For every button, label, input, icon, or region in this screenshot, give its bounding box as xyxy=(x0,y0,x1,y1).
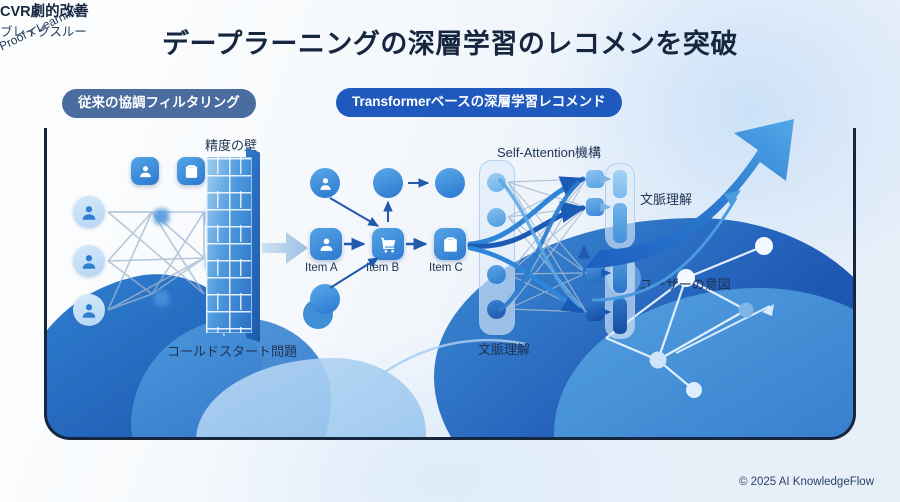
node-sequence-2 xyxy=(435,168,465,198)
label-cvr-improvement: CVR劇的改善 xyxy=(0,4,89,20)
clipboard-icon xyxy=(443,236,457,252)
item-tile-a xyxy=(310,228,342,260)
section-pill-legacy: 従来の協調フィルタリング xyxy=(62,89,256,118)
attention-output-square-4 xyxy=(586,303,604,321)
attention-node-4 xyxy=(487,300,506,319)
attention-output-square-2 xyxy=(586,198,604,216)
context-bar-2 xyxy=(613,203,627,243)
user-icon xyxy=(82,206,96,220)
node-sequence-3 xyxy=(310,284,340,314)
attention-output-square-1 xyxy=(586,170,604,188)
attention-node-1 xyxy=(487,173,506,192)
user-icon xyxy=(82,304,96,318)
copyright-footer: © 2025 AI KnowledgeFlow xyxy=(738,476,874,488)
accuracy-wall-graphic xyxy=(206,157,252,333)
cart-icon xyxy=(380,237,395,253)
context-bar-1 xyxy=(613,170,627,198)
label-context-understanding-bottom: 文脈理解 xyxy=(478,342,531,357)
item-label-c: Item C xyxy=(429,262,463,274)
avatar xyxy=(73,294,105,326)
node-user-top xyxy=(310,168,340,198)
label-breakthrough: ブレイクスルー xyxy=(0,25,87,39)
label-self-attention: Self-Attention機構 xyxy=(497,145,602,160)
page-title: デープラーニングの深層学習のレコメンを突破 xyxy=(162,29,738,59)
avatar xyxy=(73,196,105,228)
label-cold-start: コールドスタート問題 xyxy=(167,344,298,359)
user-icon xyxy=(319,177,331,190)
attention-output-square-3 xyxy=(586,264,604,282)
item-tile-b xyxy=(372,228,404,260)
user-icon xyxy=(320,237,332,251)
label-accuracy-wall: 精度の壁 xyxy=(205,138,258,153)
intent-bar-2 xyxy=(613,298,627,334)
clipboard-icon xyxy=(185,164,197,178)
avatar xyxy=(73,245,105,277)
user-icon xyxy=(139,165,151,177)
section-pill-transformer: Transformerベースの深層学習レコメンド xyxy=(336,88,622,117)
legacy-graph-edges xyxy=(107,211,205,311)
label-context-understanding-top: 文脈理解 xyxy=(640,192,693,207)
node-sequence-1 xyxy=(373,168,403,198)
attention-node-2 xyxy=(487,208,506,227)
intent-bar-1 xyxy=(613,259,627,293)
user-icon xyxy=(82,255,96,269)
user-icon-tile xyxy=(131,157,159,185)
clipboard-icon-tile xyxy=(177,157,205,185)
item-label-a: Item A xyxy=(305,262,338,274)
item-tile-c xyxy=(434,228,466,260)
attention-node-3 xyxy=(487,265,506,284)
